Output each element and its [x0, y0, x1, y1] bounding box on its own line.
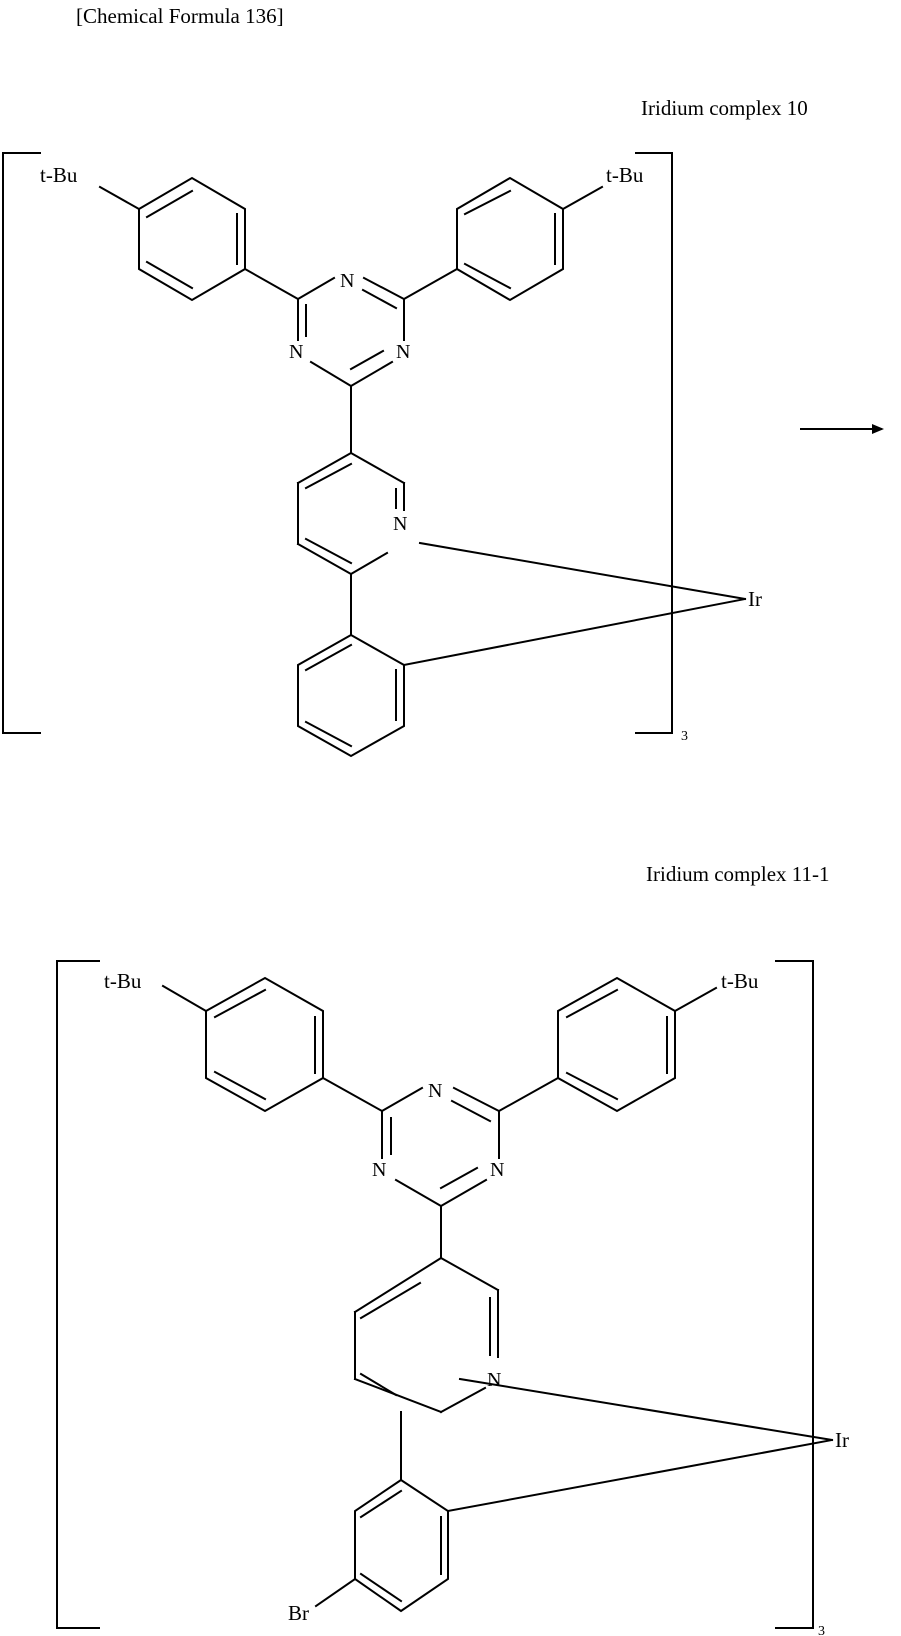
triazine-n-top: N — [340, 270, 354, 292]
right-bracket — [775, 960, 814, 1629]
compound-label-10: Iridium complex 10 — [641, 96, 808, 120]
tbu-left-label: t-Bu — [40, 163, 78, 187]
iridium-complex-10-structure: 3 t-Bu N N N t-Bu — [2, 152, 762, 758]
triazine-n-right: N — [396, 341, 410, 363]
compound-label-11-1: Iridium complex 11-1 — [646, 862, 830, 886]
left-bracket — [56, 960, 100, 1629]
tbu-right-label: t-Bu — [606, 163, 644, 187]
tbu-right-label: t-Bu — [721, 969, 759, 993]
formula-title: [Chemical Formula 136] — [76, 4, 284, 28]
left-phenyl-ring — [138, 176, 246, 302]
subscript-3: 3 — [681, 729, 688, 744]
iridium-label: Ir — [748, 587, 762, 611]
right-bracket — [635, 152, 673, 734]
left-bracket — [2, 152, 41, 734]
triazine-n-top: N — [428, 1080, 442, 1102]
iridium-label: Ir — [835, 1428, 849, 1452]
cyclometalated-phenyl-ring — [297, 633, 405, 758]
subscript-3: 3 — [818, 1624, 825, 1636]
bromophenyl-ring — [354, 1478, 449, 1613]
tbu-left-label: t-Bu — [104, 969, 142, 993]
triazine-n-left: N — [289, 341, 303, 363]
iridium-complex-11-1-structure: 3 t-Bu N N N t-Bu — [56, 960, 849, 1636]
triazine-n-left: N — [372, 1159, 386, 1181]
triazine-n-right: N — [490, 1159, 504, 1181]
right-phenyl-ring — [456, 176, 564, 302]
pyridine-n: N — [393, 513, 407, 535]
pyridine-n: N — [487, 1369, 501, 1391]
bromo-label: Br — [288, 1601, 309, 1625]
left-phenyl-ring — [205, 976, 324, 1113]
right-phenyl-ring — [557, 976, 676, 1113]
